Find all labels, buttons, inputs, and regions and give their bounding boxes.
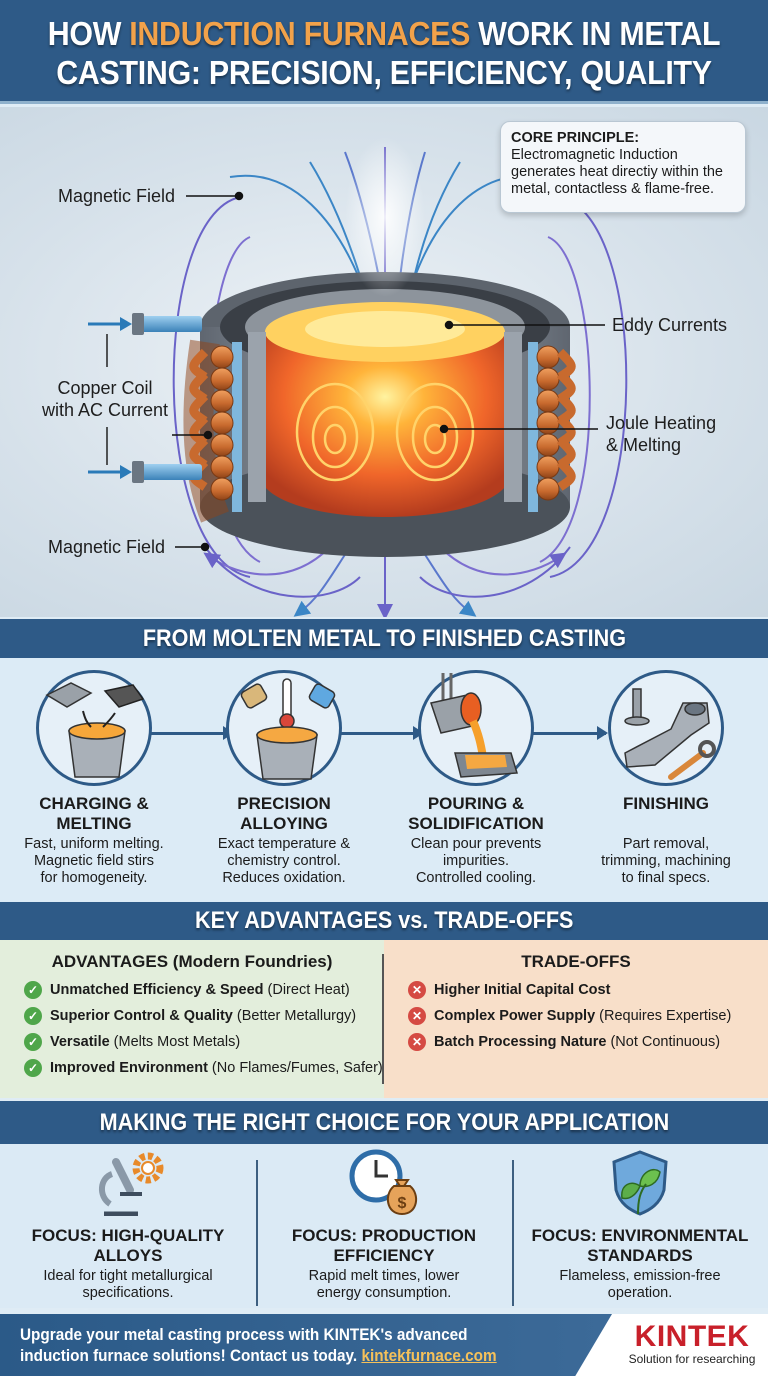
microscope-gear-icon <box>0 1144 256 1217</box>
title-highlight: INDUCTION FURNACES <box>129 15 471 52</box>
process-step-alloying: PRECISION ALLOYING Exact temperature & c… <box>194 658 374 887</box>
cta-banner: Upgrade your metal casting process with … <box>0 1314 612 1376</box>
clock-money-bag-icon: $ <box>256 1144 512 1216</box>
brand-tagline: Solution for researching <box>628 1352 756 1366</box>
focus-options: FOCUS: HIGH-QUALITY ALLOYS Ideal for tig… <box>0 1144 768 1308</box>
step-description: Part removal, trimming, machining to fin… <box>601 836 731 886</box>
x-circle-icon: ✕ <box>408 1007 426 1025</box>
check-circle-icon: ✓ <box>24 1033 42 1051</box>
advantage-item: ✓Improved Environment(No Flames/Fumes, S… <box>0 1055 384 1081</box>
core-principle-heading: CORE PRINCIPLE: <box>511 130 640 146</box>
step-description: Clean pour prevents impurities. Controll… <box>410 836 542 886</box>
process-section-header: FROM MOLTEN METAL TO FINISHED CASTING <box>0 619 768 658</box>
core-principle-text: Electromagnetic Induction generates heat… <box>511 147 723 197</box>
advantage-item: ✓Versatile(Melts Most Metals) <box>0 1029 384 1055</box>
label-copper-coil: Copper Coil with AC Current <box>41 378 169 420</box>
check-circle-icon: ✓ <box>24 1007 42 1025</box>
tradeoffs-title: TRADE-OFFS <box>521 952 631 971</box>
core-principle-callout: CORE PRINCIPLE: Electromagnetic Inductio… <box>500 121 746 213</box>
label-magnetic-field-bottom: Magnetic Field <box>48 537 166 557</box>
focus-quality: FOCUS: HIGH-QUALITY ALLOYS Ideal for tig… <box>0 1144 256 1302</box>
advantage-item: ✓Unmatched Efficiency & Speed(Direct Hea… <box>0 977 384 1003</box>
arrow-right-icon <box>520 726 608 740</box>
shield-leaf-icon <box>512 1144 768 1216</box>
focus-environmental: FOCUS: ENVIRONMENTAL STANDARDS Flameless… <box>512 1144 768 1302</box>
kintek-logo: KINTEK Solution for researching <box>622 1320 762 1367</box>
process-step-pouring: POURING & SOLIDIFICATION Clean pour prev… <box>386 658 566 887</box>
thermometer-alloy-icon <box>226 670 342 786</box>
advantages-panel: ADVANTAGES (Modern Foundries) ✓Unmatched… <box>0 940 384 1098</box>
x-circle-icon: ✕ <box>408 981 426 999</box>
svg-text:$: $ <box>398 1195 407 1212</box>
process-step-charging: CHARGING & MELTING Fast, uniform melting… <box>4 658 184 887</box>
tradeoff-item: ✕Higher Initial Capital Cost <box>384 977 768 1003</box>
crucible-charging-icon <box>36 670 152 786</box>
tradeoff-item: ✕Batch Processing Nature(Not Continuous) <box>384 1029 768 1055</box>
leader-lines <box>172 191 605 552</box>
comparison-section-header: KEY ADVANTAGES vs. TRADE-OFFS <box>0 902 768 940</box>
step-description: Exact temperature & chemistry control. R… <box>217 836 351 886</box>
check-circle-icon: ✓ <box>24 1059 42 1077</box>
page-title: HOW INDUCTION FURNACES WORK IN METAL CAS… <box>47 15 721 91</box>
divider <box>256 1160 258 1306</box>
website-link[interactable]: kintekfurnace.com <box>361 1346 497 1365</box>
focus-efficiency: $ FOCUS: PRODUCTION EFFICIENCY Rapid mel… <box>256 1144 512 1302</box>
label-eddy-currents: Eddy Currents <box>612 315 728 335</box>
label-joule-heating: Joule Heating & Melting <box>606 413 717 455</box>
step-description: Fast, uniform melting. Magnetic field st… <box>24 836 164 886</box>
x-circle-icon: ✕ <box>408 1033 426 1051</box>
title-bar: HOW INDUCTION FURNACES WORK IN METAL CAS… <box>0 0 768 104</box>
cast-part-wrench-icon <box>608 670 724 786</box>
check-circle-icon: ✓ <box>24 981 42 999</box>
divider <box>512 1160 514 1306</box>
advantage-item: ✓Superior Control & Quality(Better Metal… <box>0 1003 384 1029</box>
process-steps: CHARGING & MELTING Fast, uniform melting… <box>0 658 768 902</box>
choice-section-header: MAKING THE RIGHT CHOICE FOR YOUR APPLICA… <box>0 1101 768 1144</box>
tradeoffs-panel: TRADE-OFFS ✕Higher Initial Capital Cost … <box>384 940 768 1098</box>
tradeoff-item: ✕Complex Power Supply(Requires Expertise… <box>384 1003 768 1029</box>
process-step-finishing: FINISHING Part removal, trimming, machin… <box>576 658 756 887</box>
eddy-current-loops <box>295 382 475 482</box>
brand-name: KINTEK <box>634 1320 750 1353</box>
ladle-pour-icon <box>418 670 534 786</box>
furnace-diagram: Magnetic Field Copper Coil with AC Curre… <box>0 107 768 617</box>
coolant-pipes <box>88 313 202 483</box>
furnace-cutaway-illustration <box>88 137 628 617</box>
footer-cta: Upgrade your metal casting process with … <box>0 1314 768 1376</box>
advantages-title: ADVANTAGES (Modern Foundries) <box>51 952 333 971</box>
label-magnetic-field-top: Magnetic Field <box>58 186 176 206</box>
